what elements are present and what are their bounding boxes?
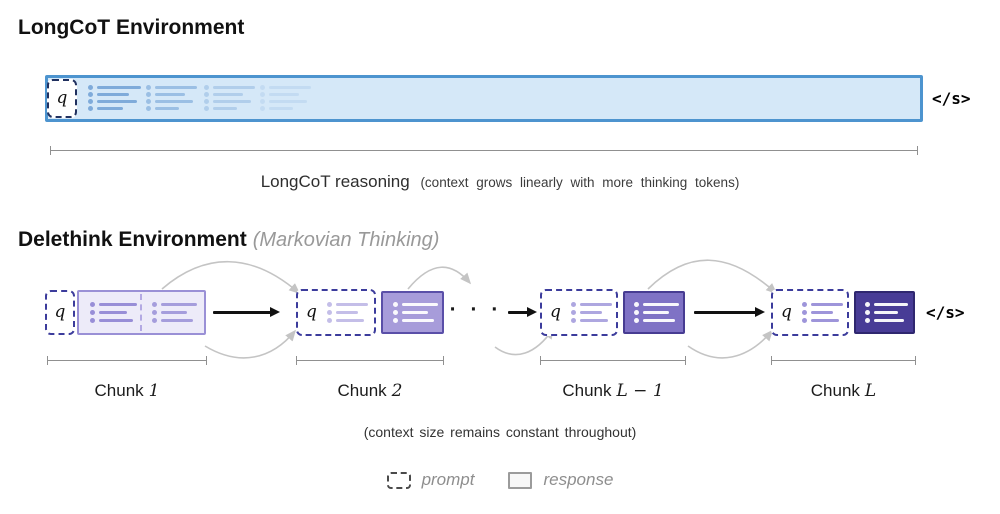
text-lines-icon <box>571 302 612 323</box>
text-lines-icon <box>634 302 679 323</box>
chunk-bracket <box>47 356 207 365</box>
longcot-caption-main: LongCoT reasoning <box>260 172 410 191</box>
chunk-bracket <box>296 356 444 365</box>
chunk-1-prompt-q-box: q <box>45 290 75 335</box>
longcot-context-box <box>45 75 923 122</box>
carryover-arrow <box>161 261 301 295</box>
transition-arrow <box>694 311 756 314</box>
query-label: q <box>54 302 66 322</box>
carryover-arrow <box>204 329 297 359</box>
legend-response-label: response <box>543 470 614 489</box>
longcot-caption-note: (context grows linearly with more thinki… <box>420 175 740 190</box>
carryover-arrow <box>647 259 778 295</box>
text-lines-icon <box>204 85 255 111</box>
query-label: q <box>56 88 68 108</box>
delethink-subtitle: (Markovian Thinking) <box>252 229 440 251</box>
text-lines-icon <box>152 302 197 323</box>
query-label: q <box>550 301 561 322</box>
eos-token: </s> <box>926 303 965 322</box>
eos-token: </s> <box>932 89 971 108</box>
carryover-arrow <box>407 266 472 290</box>
longcot-title-text: LongCoT Environment <box>18 16 245 39</box>
chunk-bracket <box>540 356 686 365</box>
legend-prompt-item: prompt <box>386 470 475 490</box>
text-lines-icon <box>327 302 368 323</box>
carryover-arrow <box>687 329 774 359</box>
response-swatch-icon <box>508 471 533 489</box>
chunk-l-prompt-box: q <box>771 289 849 336</box>
text-lines-icon <box>146 85 197 111</box>
delethink-title-text: Delethink Environment <box>18 228 247 251</box>
query-label: q <box>781 301 792 322</box>
text-lines-icon <box>865 302 908 323</box>
legend-prompt-label: prompt <box>421 470 475 489</box>
prompt-swatch-icon <box>386 471 411 489</box>
transition-arrow <box>213 311 271 314</box>
longcot-caption: LongCoT reasoning (context grows linearl… <box>0 172 1000 192</box>
text-lines-icon <box>393 302 438 323</box>
chunk-1-state-divider <box>140 294 142 331</box>
text-lines-icon <box>88 85 141 111</box>
text-lines-icon <box>260 85 311 111</box>
ellipsis: · · · <box>449 298 503 321</box>
delethink-caption: (context size remains constant throughou… <box>363 424 637 440</box>
longcot-span-bracket <box>50 146 918 155</box>
longcot-section-title: LongCoT Environment <box>18 16 244 40</box>
query-label: q <box>306 301 317 322</box>
delethink-section-title: Delethink Environment(Markovian Thinking… <box>18 228 439 252</box>
legend-response-item: response <box>508 470 613 490</box>
longcot-prompt-q-box: q <box>47 79 77 118</box>
text-lines-icon <box>90 302 137 323</box>
transition-arrow <box>508 311 528 314</box>
chunk-l-minus-1-response-box <box>623 291 685 334</box>
chunk-bracket <box>771 356 916 365</box>
text-lines-icon <box>802 302 843 323</box>
legend: prompt response <box>0 470 1000 490</box>
